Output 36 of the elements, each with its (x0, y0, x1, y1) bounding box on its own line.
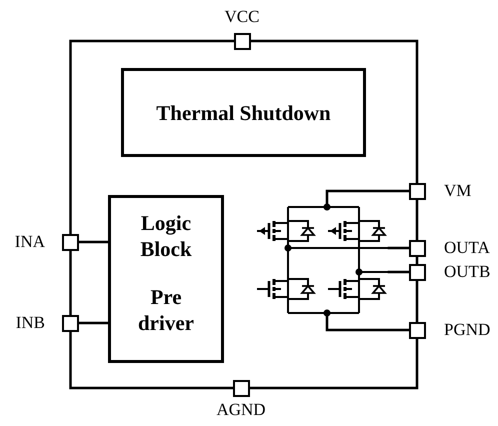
mosfet-bridge-drawing (255, 203, 389, 317)
pin-pad (62, 234, 79, 250)
pin-label: OUTB (444, 263, 490, 281)
wire (388, 270, 410, 274)
wire (78, 322, 110, 324)
wire (326, 190, 410, 204)
block-label: Logic Block (139, 210, 193, 262)
block-label: Thermal Shutdown (156, 100, 331, 126)
wire (69, 249, 72, 316)
pin-pad (408, 264, 426, 280)
pin-pad (234, 32, 250, 50)
wire (69, 40, 235, 235)
pin-pad (408, 240, 426, 256)
pin-label: PGND (444, 321, 490, 339)
pin-label: VM (444, 182, 472, 200)
pin-pad (232, 380, 250, 396)
pin-pad (62, 314, 79, 332)
wire (416, 279, 418, 323)
pin-label: AGND (216, 401, 266, 419)
pin-label: INA (14, 233, 45, 251)
pin-label: INB (16, 314, 45, 332)
function-block (108, 195, 224, 363)
wire (78, 240, 110, 244)
pin-label: VCC (224, 8, 260, 26)
wire (69, 330, 234, 390)
pin-label: OUTA (444, 239, 490, 257)
pin-pad (408, 322, 426, 338)
function-block (121, 68, 366, 157)
wire (416, 198, 418, 241)
pin-pad (408, 182, 426, 200)
wire (388, 246, 410, 250)
wire (416, 255, 418, 265)
wire (248, 337, 418, 390)
block-label: Pre driver (137, 284, 195, 336)
wire (326, 316, 410, 332)
wire (249, 40, 418, 184)
